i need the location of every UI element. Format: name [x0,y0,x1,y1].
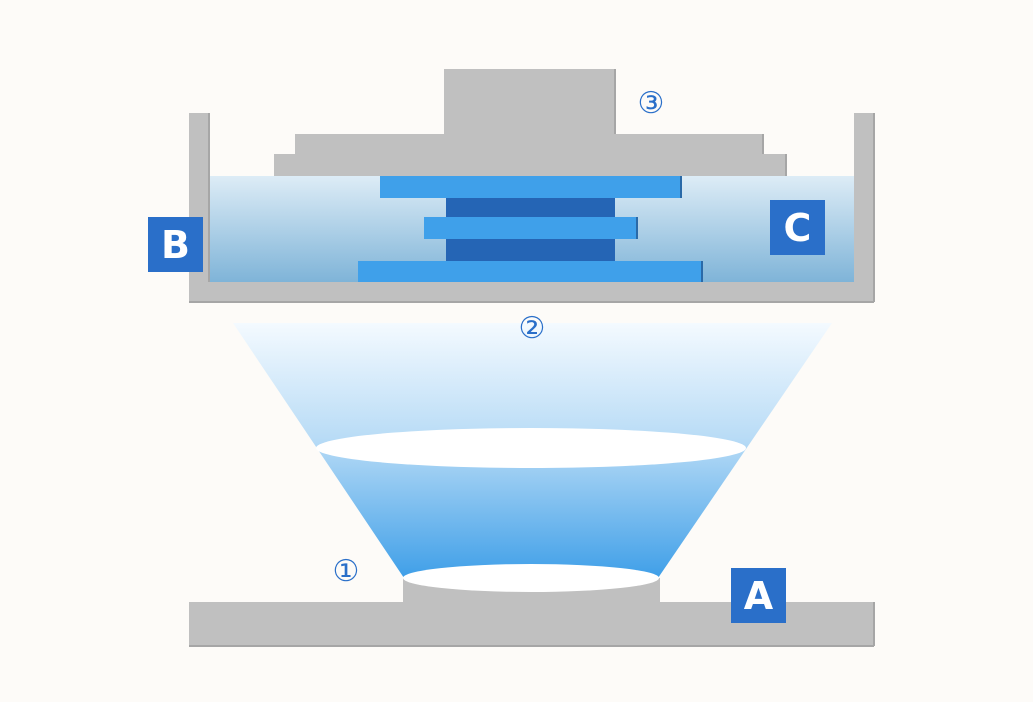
label-a: A [744,574,774,618]
platform-shaft [444,69,615,136]
upper-lens [316,428,746,468]
label-box-b [148,217,203,272]
vat-left-wall [189,113,209,302]
object-layer-3 [358,261,702,282]
object-core-2 [446,239,615,261]
object-layer-2 [424,217,637,239]
label-box-a [731,568,786,623]
label-box-c [770,200,825,255]
platform-upper-step [295,134,763,156]
marker-3: ③ [638,86,665,121]
marker-2: ② [519,311,546,346]
marker-1: ① [333,554,360,589]
object-core-1 [446,198,615,217]
platform-plate [274,154,786,176]
vat-right-wall [854,113,874,302]
label-b: B [161,223,190,267]
object-layer-1 [380,176,681,198]
lower-lens [403,564,659,592]
vat-floor [189,282,874,302]
label-c: C [784,206,812,250]
